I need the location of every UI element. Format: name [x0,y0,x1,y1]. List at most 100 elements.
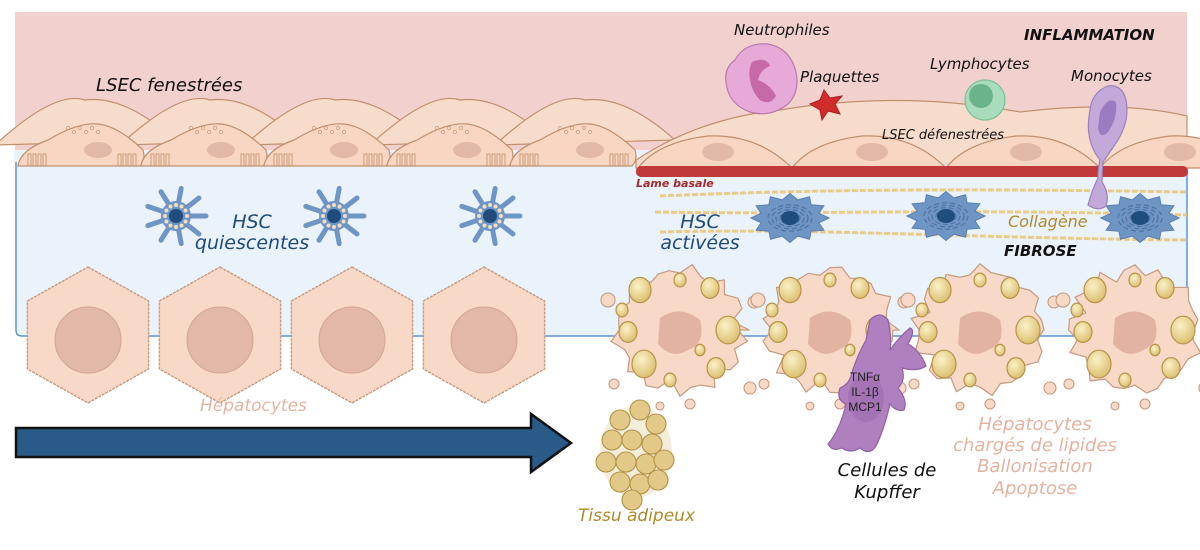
fenestra-pore [588,130,592,134]
label-collagen: Collagène [1008,212,1088,231]
label-platelets: Plaquettes [800,68,880,86]
label-steatosis-line4: Apoptose [992,477,1078,499]
apoptotic-bleb [1110,401,1120,411]
fenestra [240,153,245,167]
label-hsc-activated: HSC activées [660,212,740,254]
lipid-droplet [628,276,652,304]
fenestra [27,153,32,167]
lsec-nucleus [856,143,888,161]
lsec-defenestrated-layer [635,99,1200,169]
lipid-droplet [768,321,788,343]
fenestra [491,153,496,167]
lsec-cell [509,123,637,167]
apoptotic-bleb [805,401,815,411]
vitamin-a-droplet [321,214,325,218]
label-steatosis-line1: Hépatocytes [978,414,1092,435]
fenestra-pore [78,126,82,130]
lipid-droplet [1161,357,1181,379]
vitamin-a-droplet [174,203,178,207]
lsec-nucleus [84,142,112,158]
rough-er [771,206,809,230]
label-lsec-fenestrated: LSEC fenestrées [96,75,243,96]
adipocyte [653,449,675,471]
adipose-tissue-icon [595,399,675,511]
hepatocyte-nucleus [658,311,702,354]
hepatocyte-healthy-icon [158,266,282,404]
lipid-droplet [973,272,987,288]
rough-er [1117,204,1163,232]
fenestra [524,153,529,167]
hsc-activated-icon [905,190,987,242]
hsc-activated-icon [1099,192,1181,244]
lipid-droplet [931,349,957,379]
fenestra [250,153,255,167]
label-inflammation: INFLAMMATION [1024,26,1155,44]
lipid-droplet [1170,315,1196,345]
hsc-nucleus [781,211,799,225]
vitamin-a-droplet [497,219,502,224]
apoptotic-bleb [908,378,920,390]
fenestra-pore [558,126,562,130]
vitamin-a-droplet [326,204,331,209]
fenestra-pore [189,126,193,130]
lsec-nucleus [576,142,604,158]
fenestra-pore [453,130,457,134]
cytokine-tnf: TNFα [849,370,881,384]
monocyte-icon [1087,85,1128,210]
lipid-droplet [1118,372,1132,388]
vitamin-a-droplet [168,204,173,209]
apoptotic-bleb [900,292,916,308]
lipid-droplet [765,302,779,318]
lipid-droplet [781,349,807,379]
fenestra [288,153,293,167]
vitamin-a-droplet [322,219,327,224]
fenestra-pore [576,130,580,134]
fenestra [624,153,629,167]
hepatocyte-nucleus [54,306,122,374]
fenestra [42,153,47,167]
fenestra [117,153,122,167]
apoptotic-bleb [655,401,665,411]
label-steatosis-effects: Hépatocytes chargés de lipides Ballonisa… [950,414,1120,499]
label-hsc-activated-line2: activées [660,231,740,254]
fenestra-pore [219,130,223,134]
vitamin-a-droplet [499,214,503,218]
hsc-quiescent-group [145,185,523,247]
fenestra [245,153,250,167]
adipocyte [645,413,667,435]
fenestra-pore [207,130,211,134]
hepatocyte-healthy-icon [422,266,546,404]
hepatocyte-healthy-icon [26,266,150,404]
hsc-nucleus [937,209,955,223]
fenestra-pore [342,130,346,134]
fenestra [373,153,378,167]
fenestra-pore [336,126,340,130]
fenestra [150,153,155,167]
apoptotic-bleb [955,401,965,411]
lipid-droplet [1073,321,1093,343]
lipid-droplet [778,276,802,304]
adipocyte [609,409,631,431]
fenestra [363,153,368,167]
hepatocyte-nucleus [318,306,386,374]
label-lymphocytes: Lymphocytes [930,55,1030,73]
lipid-droplet [1149,343,1161,357]
lipid-droplet [994,343,1006,357]
label-monocytes: Monocytes [1071,67,1152,85]
lipid-droplet [631,349,657,379]
cytokine-il1b: IL-1β [851,385,879,399]
vitamin-a-droplet [341,219,346,224]
fenestra-pore [318,130,322,134]
vitamin-a-droplet [174,225,178,229]
label-kupffer-line1: Cellules de [837,460,937,481]
fenestra-pore [90,126,94,130]
vitamin-a-droplet [332,225,336,229]
fenestra [609,153,614,167]
fenestra-pore [201,126,205,130]
hepatocyte-healthy-icon [290,266,414,404]
label-hsc-quiescent-line1: HSC [232,211,272,233]
vitamin-a-droplet [478,219,483,224]
hepatocyte-nucleus [186,306,254,374]
label-basal-lamina: Lame basale [636,177,714,190]
